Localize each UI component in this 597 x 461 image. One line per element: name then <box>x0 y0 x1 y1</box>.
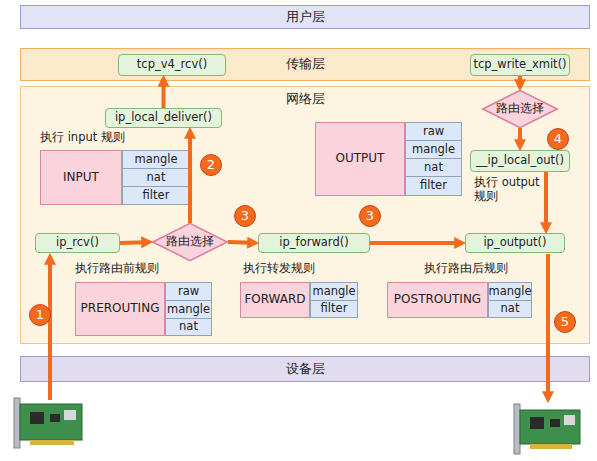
nic-card-left <box>14 398 82 448</box>
node-text: ip_local_deliver() <box>115 111 212 124</box>
node-text: mangle <box>312 285 355 298</box>
table-cell: filter <box>405 176 462 196</box>
node-text: 网络层 <box>286 92 325 107</box>
table-cell: mangle <box>165 300 212 319</box>
node-text: raw <box>178 285 199 298</box>
node-text: raw <box>423 125 444 138</box>
chain-cell: FORWARD <box>240 282 310 318</box>
callout-number: 2 <box>200 154 222 176</box>
layer-band: 用户层 <box>20 5 590 29</box>
table-cell: raw <box>405 122 462 141</box>
function-box: tcp_write_xmit() <box>470 54 570 76</box>
node-text: filter <box>420 179 447 192</box>
function-box: __ip_local_out() <box>470 150 570 172</box>
layer-band: 设备层 <box>20 356 590 382</box>
node-text: ip_rcv() <box>56 236 99 249</box>
callout-number: 5 <box>554 311 576 333</box>
node-text: filter <box>321 302 348 315</box>
callout-number: 3 <box>234 205 256 227</box>
node-text: nat <box>179 320 198 333</box>
function-box: ip_output() <box>465 233 565 253</box>
node-text: mangle <box>412 143 455 156</box>
table-cell: filter <box>310 300 358 318</box>
node-text: ip_output() <box>483 236 546 249</box>
table-cell: mangle <box>122 150 190 169</box>
table-cell: nat <box>122 168 190 187</box>
node-text: 路由选择 <box>166 235 214 249</box>
node-text: POSTROUTING <box>394 293 481 307</box>
function-box: ip_local_deliver() <box>105 108 222 128</box>
chain-cell: PREROUTING <box>75 282 165 336</box>
node-text: mangle <box>488 285 531 298</box>
node-text: __ip_local_out() <box>476 154 564 167</box>
node-text: FORWARD <box>244 293 305 307</box>
node-text: 设备层 <box>286 362 325 377</box>
node-text: ip_forward() <box>279 236 348 249</box>
table-cell: mangle <box>488 282 532 301</box>
node-text: OUTPUT <box>336 152 385 166</box>
node-text: PREROUTING <box>81 302 160 316</box>
node-text: filter <box>143 189 170 202</box>
nic-card-right <box>514 404 580 454</box>
table-cell: nat <box>488 300 532 318</box>
chain-cell: INPUT <box>40 150 122 205</box>
function-box: tcp_v4_rcv() <box>118 54 226 76</box>
node-text: nat <box>424 161 443 174</box>
callout-number: 1 <box>29 304 51 326</box>
node-text: mangle <box>134 153 177 166</box>
layer-band: 网络层 ip_local_deliver() 路由选择 INPUT mangle nat f… <box>20 86 590 344</box>
table-cell: nat <box>165 318 212 336</box>
chain-cell: POSTROUTING <box>387 282 488 318</box>
decision-diamond: 路由选择 <box>482 90 558 128</box>
callout-number: 3 <box>359 205 381 227</box>
callout-number: 4 <box>547 128 569 150</box>
node-text: mangle <box>167 303 210 316</box>
rule-note: 执行 output 规则 <box>474 176 546 204</box>
node-text: INPUT <box>63 171 99 185</box>
table-cell: mangle <box>310 282 358 301</box>
node-text: nat <box>501 302 520 315</box>
function-box: ip_forward() <box>258 233 370 253</box>
node-text: tcp_write_xmit() <box>473 58 566 71</box>
node-text: tcp_v4_rcv() <box>137 58 207 71</box>
table-cell: raw <box>165 282 212 301</box>
node-text: 传输层 <box>286 57 325 72</box>
layer-band: 传输层 tcp_v4_rcv() tcp_write_xmit() <box>20 48 590 81</box>
function-box: ip_rcv() <box>35 233 120 253</box>
node-text: 路由选择 <box>496 102 544 116</box>
decision-diamond: 路由选择 <box>152 223 228 261</box>
rule-note: 执行路由后规则 <box>424 262 534 276</box>
node-text: 用户层 <box>286 10 325 25</box>
table-cell: mangle <box>405 140 462 159</box>
table-cell: nat <box>405 158 462 177</box>
table-cell: filter <box>122 186 190 205</box>
node-text: nat <box>147 171 166 184</box>
rule-note: 执行路由前规则 <box>75 262 185 276</box>
chain-cell: OUTPUT <box>315 122 405 196</box>
rule-note: 执行转发规则 <box>243 262 343 276</box>
rule-note: 执行 input 规则 <box>40 131 150 145</box>
